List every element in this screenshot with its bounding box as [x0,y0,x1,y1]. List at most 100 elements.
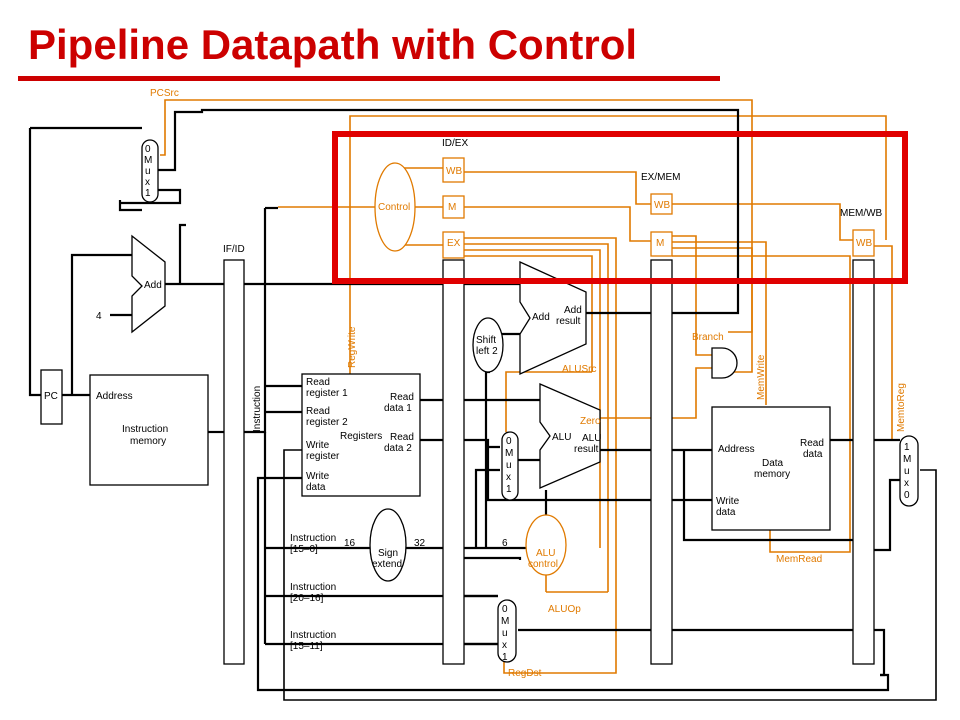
imem-name-2: memory [130,436,166,447]
instr-15-0-a: Instruction [290,533,336,544]
constant-4: 4 [96,311,102,322]
regs-write-reg-b: register [306,451,340,462]
regs-read-data2-a: Read [390,432,414,443]
add-result-b: result [556,316,581,327]
regdst-mux-0: 0 [502,604,508,615]
alu-mux-x: x [506,472,511,483]
alu-result-b: result [574,444,599,455]
aluop-label: ALUOp [548,604,581,615]
branch-and-gate [711,347,738,379]
dmem-write-b: data [716,507,736,518]
mem-wb-label: MEM/WB [840,208,883,219]
bits-32-label: 32 [414,538,426,549]
ex-mem-m-text: M [656,238,664,249]
memtoreg-label: MemtoReg [896,383,907,432]
pipeline-registers [223,157,875,665]
control-label: Control [378,202,410,213]
ex-mem-m-field [650,231,673,257]
pc-adder-label: Add [144,280,162,291]
mem-wb-register [852,259,875,665]
shift-label-a: Shift [476,335,496,346]
alu-mux-1: 1 [506,484,512,495]
memtoreg-mux-1: 1 [904,442,910,453]
memtoreg-mux-x: x [904,478,909,489]
id-ex-label: ID/EX [442,138,468,149]
pc-mux-m: M [144,155,152,166]
mem-wb-wb-field [852,229,875,257]
mem-wb-wb-text: WB [856,238,872,249]
pc-mux [141,139,159,203]
control-highlight-box [332,131,908,284]
add-result-a: Add [564,305,582,316]
dmem-read-b: data [803,449,823,460]
alu-control-a: ALU [536,548,555,559]
regs-read-data1-a: Read [390,392,414,403]
pc-mux-1: 1 [145,188,151,199]
id-ex-m-text: M [448,202,456,213]
regdst-mux-m: M [501,616,509,627]
ex-mem-wb-text: WB [654,200,670,211]
zero-label: Zero [580,416,601,427]
regs-read-reg2-b: register 2 [306,417,348,428]
regwrite-label: RegWrite [347,326,358,368]
alu-result-a: ALU [582,433,601,444]
branch-label: Branch [692,332,724,343]
regdst-mux [497,599,517,663]
ex-mem-label: EX/MEM [641,172,680,183]
pcsrc-label: PCSrc [150,88,179,99]
regs-read-data1-b: data 1 [384,403,412,414]
alu-label: ALU [552,432,571,443]
dmem-name-b: memory [754,469,790,480]
memtoreg-mux-0: 0 [904,490,910,501]
dmem-address: Address [718,444,755,455]
regdst-label: RegDst [508,668,542,679]
if-id-label: IF/ID [223,244,245,255]
alusrc-label: ALUSrc [562,364,596,375]
regdst-mux-x: x [502,640,507,651]
register-file [301,373,421,497]
regs-read-reg2-a: Read [306,406,330,417]
dmem-name-a: Data [762,458,784,469]
dmem-read-a: Read [800,438,824,449]
dmem-write-a: Write [716,496,740,507]
if-id-register [223,259,245,665]
instr-15-0-b: [15–0] [290,544,318,555]
sign-label-a: Sign [378,548,398,559]
memtoreg-mux-u: u [904,466,910,477]
id-ex-wb-text: WB [446,166,462,177]
bits-16-label: 16 [344,538,356,549]
control-wires [160,99,900,674]
instr-15-11-b: [15–11] [290,641,323,652]
regs-write-data-b: data [306,482,326,493]
regdst-mux-1: 1 [502,652,508,663]
title-underline [18,76,720,81]
alu-control [525,514,567,576]
ex-mem-wb-field [650,193,673,215]
pc-mux-u: u [145,166,151,177]
alu-src-mux [501,431,519,501]
id-ex-ex-field [442,231,465,259]
instr-20-16-b: [20–16] [290,593,324,604]
regs-read-reg1-b: register 1 [306,388,348,399]
shift-left-2 [472,317,504,373]
sign-label-b: extend [372,559,402,570]
labels: IF/ID ID/EX EX/MEM MEM/WB WB M EX WB M W… [44,88,911,679]
slide-title: Pipeline Datapath with Control [28,21,638,68]
instr-15-11-a: Instruction [290,630,336,641]
alu-mux-m: M [505,448,513,459]
id-ex-m-field [442,195,465,219]
branch-adder [519,260,587,376]
shift-label-b: left 2 [476,346,498,357]
memread-label: MemRead [776,554,822,565]
control-unit [374,162,416,252]
bits-6-label: 6 [502,538,508,549]
alu-mux-0: 0 [506,436,512,447]
imem-address-label: Address [96,391,133,402]
functional-units [40,139,919,663]
id-ex-ex-text: EX [447,238,461,249]
branch-adder-label: Add [532,312,550,323]
instr-20-16-a: Instruction [290,582,336,593]
regs-write-data-a: Write [306,471,330,482]
memtoreg-mux-m: M [903,454,911,465]
